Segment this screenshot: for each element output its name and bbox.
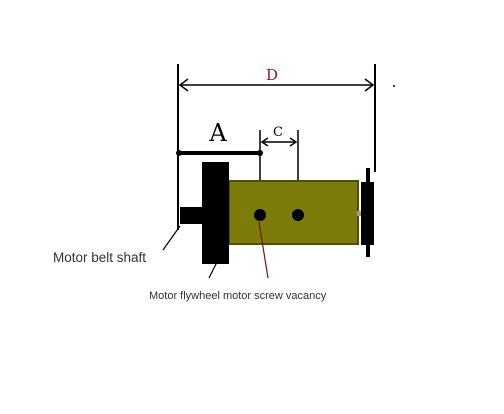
motor-rear-shaft-stub — [357, 211, 363, 216]
flywheel-leader-line — [208, 257, 220, 279]
screw-vacancy-leader-line — [258, 221, 269, 279]
motor-body — [228, 180, 359, 245]
motor-rear-mount — [366, 168, 370, 257]
belt-shaft-leader-line — [162, 225, 181, 251]
motor-belt-shaft — [180, 207, 204, 224]
c-left-arrow — [260, 137, 269, 147]
c-right-arrow — [289, 137, 298, 147]
screw-hole-right — [292, 209, 304, 221]
stray-dot — [393, 85, 395, 87]
a-left-end-dot — [176, 150, 182, 156]
label-motor-belt-shaft: Motor belt shaft — [53, 250, 146, 265]
label-motor-flywheel-screw-vacancy: Motor flywheel motor screw vacancy — [149, 290, 327, 302]
motor-flywheel — [202, 162, 229, 264]
screw-hole-left — [254, 209, 266, 221]
label-d: D — [266, 66, 278, 84]
label-a: A — [208, 119, 227, 147]
label-c: C — [273, 125, 283, 140]
d-left-arrow — [178, 78, 189, 92]
d-right-arrow — [364, 78, 375, 92]
